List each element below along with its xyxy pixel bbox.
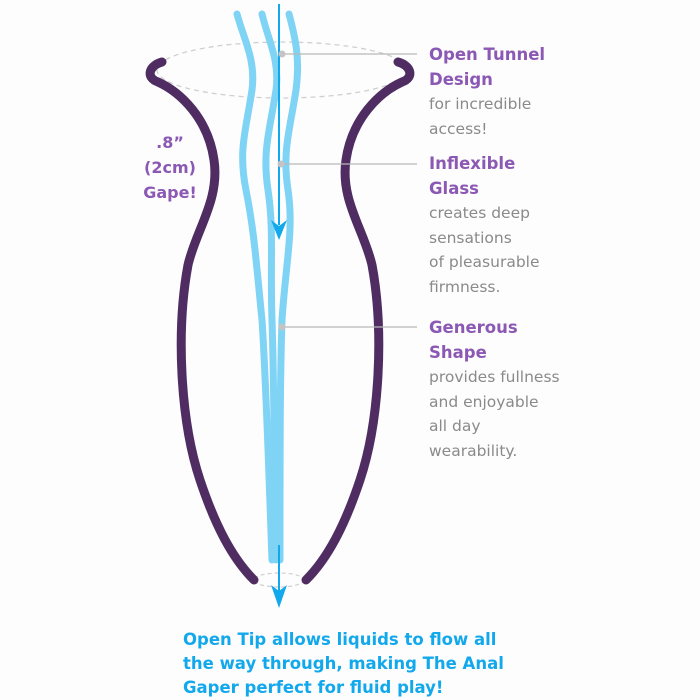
callout-inflexible-glass: Inflexible Glass creates deep sensations… [429,152,540,299]
callout-heading: Shape [429,342,487,362]
callout-description: and enjoyable [429,392,539,411]
callout-heading: Open Tunnel [429,45,546,64]
callout-generous-shape: Generous Shape provides fullness and enj… [429,316,560,463]
caption-line: the way through, making The Anal [183,654,504,673]
gape-text: Gape! [143,183,197,202]
left-outline [145,57,259,585]
callout-heading: Design [429,69,493,89]
top-opening-ellipse [156,41,408,99]
callout-description: access! [429,119,488,138]
callout-description: creates deep [429,204,530,222]
callout-heading: Generous [429,318,518,337]
callout-description: provides fullness [429,368,560,386]
flow-line-middle [258,10,281,564]
caption-line: Gaper perfect for fluid play! [183,678,444,697]
callout-dot-3 [278,323,286,331]
flow-line-right [276,10,302,564]
gape-size-inches: .8” [156,133,184,152]
callout-description: firmness. [429,277,501,296]
bottom-caption: Open Tip allows liquids to flow all the … [183,628,504,700]
callout-open-tunnel: Open Tunnel Design for incredible access… [429,43,545,141]
callout-description: all day [429,417,481,435]
right-outline [301,57,415,585]
flow-line-left [233,10,276,564]
callout-description: of pleasurable [429,253,540,271]
flow-arrow-head-bottom [271,585,287,608]
callout-dot-1 [278,50,286,58]
callout-description: for incredible [429,95,532,113]
callout-dot-2 [277,160,285,168]
caption-line: Open Tip allows liquids to flow all [183,630,497,649]
callout-description: wearability. [429,441,518,460]
gape-label: .8” (2cm) Gape! [130,130,210,205]
callout-heading: Inflexible [429,154,516,173]
callout-heading: Glass [429,178,479,198]
flow-arrow-head-top [271,220,287,240]
callout-description: sensations [429,228,512,247]
gape-size-cm: (2cm) [144,158,196,177]
